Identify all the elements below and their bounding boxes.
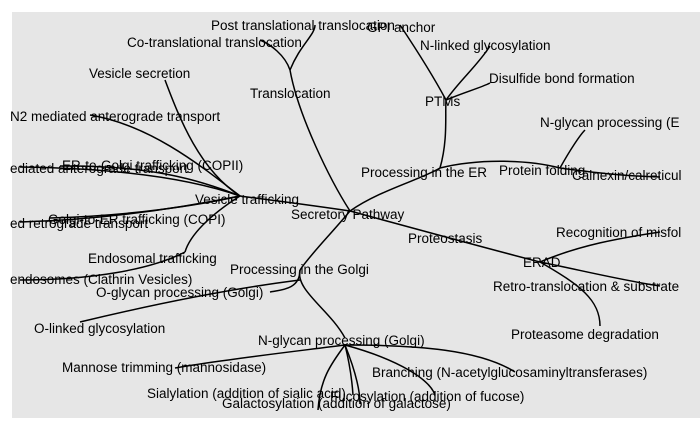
edge-translocation-post: [289, 24, 316, 71]
label-ptms: PTMs: [425, 94, 460, 109]
label-processing-golgi: Processing in the Golgi: [230, 262, 369, 277]
edge-translocation-co: [259, 39, 291, 71]
edge-erad-proteasome: [539, 261, 601, 327]
label-erad: ERAD: [523, 255, 561, 270]
panel-background: [12, 12, 700, 418]
label-vesicle-secretion: Vesicle secretion: [89, 66, 190, 81]
edge-ptms-gpi: [399, 24, 447, 101]
edge-nglycan-branching: [344, 344, 516, 373]
label-disulfide: Disulfide bond formation: [489, 71, 635, 86]
label-n-glycan-er: N-glycan processing (E: [540, 115, 680, 130]
label-o-glycan-golgi: O-glycan processing (Golgi): [96, 285, 263, 300]
edge-root-golgi: [299, 210, 351, 271]
label-processing-er: Processing in the ER: [361, 165, 487, 180]
label-gpi-anchor: GPI anchor: [367, 20, 436, 35]
edge-er-ptms: [439, 99, 447, 169]
edge-nglycan-extra: [317, 344, 346, 411]
edge-root-translocation: [289, 69, 351, 212]
edge-er-folding: [439, 160, 561, 169]
edge-vesicle-endosomal: [184, 195, 241, 253]
label-proteostasis: Proteostasis: [408, 231, 483, 246]
label-root: Secretory Pathway: [291, 207, 405, 222]
label-endosomal: Endosomal trafficking: [88, 251, 217, 266]
label-translocation: Translocation: [250, 86, 331, 101]
edge-vesicle-ediated: [19, 166, 241, 197]
edge-root-vesicle: [239, 195, 351, 212]
label-fucosylation: Fucosylation (addition of fucose): [330, 389, 524, 404]
label-protein-folding: Protein folding: [499, 163, 585, 178]
edge-erad-retro: [539, 261, 661, 287]
edge-ptms-disulfide: [445, 82, 491, 101]
label-proteasome: Proteasome degradation: [511, 327, 659, 342]
label-retro-translocation: Retro-translocation & substrate: [493, 279, 679, 294]
label-golgi-to-er: Golgi-to-ER trafficking (COPI): [48, 212, 226, 227]
edge-vesicle-n2: [89, 114, 241, 197]
label-mannose: Mannose trimming (mannosidase): [62, 360, 266, 375]
tree-labels: Secretory Pathway Translocation Co-trans…: [10, 18, 682, 411]
label-recognition: Recognition of misfol: [556, 225, 681, 240]
edge-nglycan-fucosylation: [344, 344, 436, 396]
label-n-glycan-golgi: N-glycan processing (Golgi): [258, 333, 425, 348]
label-clathrin: endosomes (Clathrin Vesicles): [10, 272, 192, 287]
label-n-linked: N-linked glycosylation: [420, 38, 551, 53]
label-galactosylation: Galactosylation (addition of galactose): [222, 396, 451, 411]
label-branching: Branching (N-acetylglucosaminyltransfera…: [372, 365, 647, 380]
label-post-translational: Post translational translocation: [211, 18, 395, 33]
edge-root-proteostasis: [349, 210, 541, 263]
edge-ptms-nlinked: [445, 45, 491, 101]
label-o-linked: O-linked glycosylation: [34, 321, 165, 336]
edge-vesicle-copii: [59, 165, 241, 197]
edge-folding-nglycan: [559, 129, 586, 169]
label-vesicle-trafficking: Vesicle trafficking: [195, 192, 299, 207]
label-calnexin: Calnexin/calreticul: [572, 168, 682, 183]
label-n2-anterograde: N2 mediated anterograde transport: [10, 109, 220, 124]
label-ed-retrograde: ed retrograde transport: [10, 216, 148, 231]
edge-folding-calnexin: [559, 167, 661, 178]
tree-edges: [19, 24, 661, 411]
edge-erad-recognition: [539, 231, 661, 263]
edge-nglycan-galactosylation: [344, 344, 361, 405]
edge-endosomal-clathrin: [19, 251, 186, 281]
label-co-translational: Co-translational translocation: [127, 35, 302, 50]
edge-vesicle-retrograde: [19, 195, 241, 223]
label-er-to-golgi: ER-to-Golgi trafficking (COPII): [62, 158, 243, 173]
edge-golgi-nglycan: [298, 269, 346, 339]
edge-oglycan-olinked: [79, 279, 301, 323]
edge-nglycan-mannose: [174, 344, 346, 369]
label-ediated-anterograde: ediated anterograde transport: [10, 161, 188, 176]
label-sialylation: Sialylation (addition of sialic acid): [147, 386, 346, 401]
edge-root-processing-er: [349, 167, 441, 212]
